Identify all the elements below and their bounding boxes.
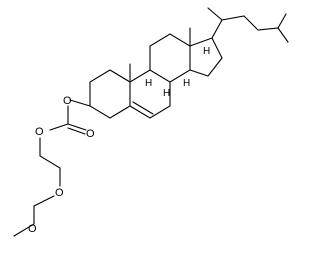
ring-b [129, 69, 171, 119]
ring-d [189, 37, 223, 77]
c17-c20-bond [211, 19, 223, 39]
bonds [13, 7, 289, 237]
ring-c [149, 33, 191, 83]
atom-o-ester: O [63, 95, 72, 107]
c21-methyl-bond [207, 7, 223, 21]
atom-h-c17: H [203, 46, 210, 57]
c5-c6-double-bond [132, 101, 154, 115]
atom-h-c8: H [163, 88, 170, 99]
c3-o-bond [69, 99, 91, 107]
c-o-carbonyl-bond [67, 123, 87, 131]
atom-labels: O O O O O H H H H [28, 46, 210, 235]
isopropyl-branch [277, 13, 287, 29]
atom-o-carbonate: O [35, 126, 44, 138]
ring-a [89, 69, 131, 119]
ethoxyethoxyethyl-chain [39, 137, 61, 187]
atom-o-ether-1: O [55, 187, 64, 199]
atom-o-ether-2: O [28, 223, 37, 235]
atom-h-c9: H [145, 78, 152, 89]
ether-chain [13, 195, 55, 237]
side-chain [221, 15, 289, 43]
atom-h-c14: H [183, 78, 190, 89]
c-o-carbonate-bond [49, 123, 69, 131]
structure-canvas: O O O O O H H H H [13, 7, 289, 237]
atom-o-carbonyl: O [86, 128, 95, 140]
c-o-carbonyl-double [67, 127, 86, 135]
cholesteryl-carbonate-structure: O O O O O H H H H [13, 7, 289, 237]
